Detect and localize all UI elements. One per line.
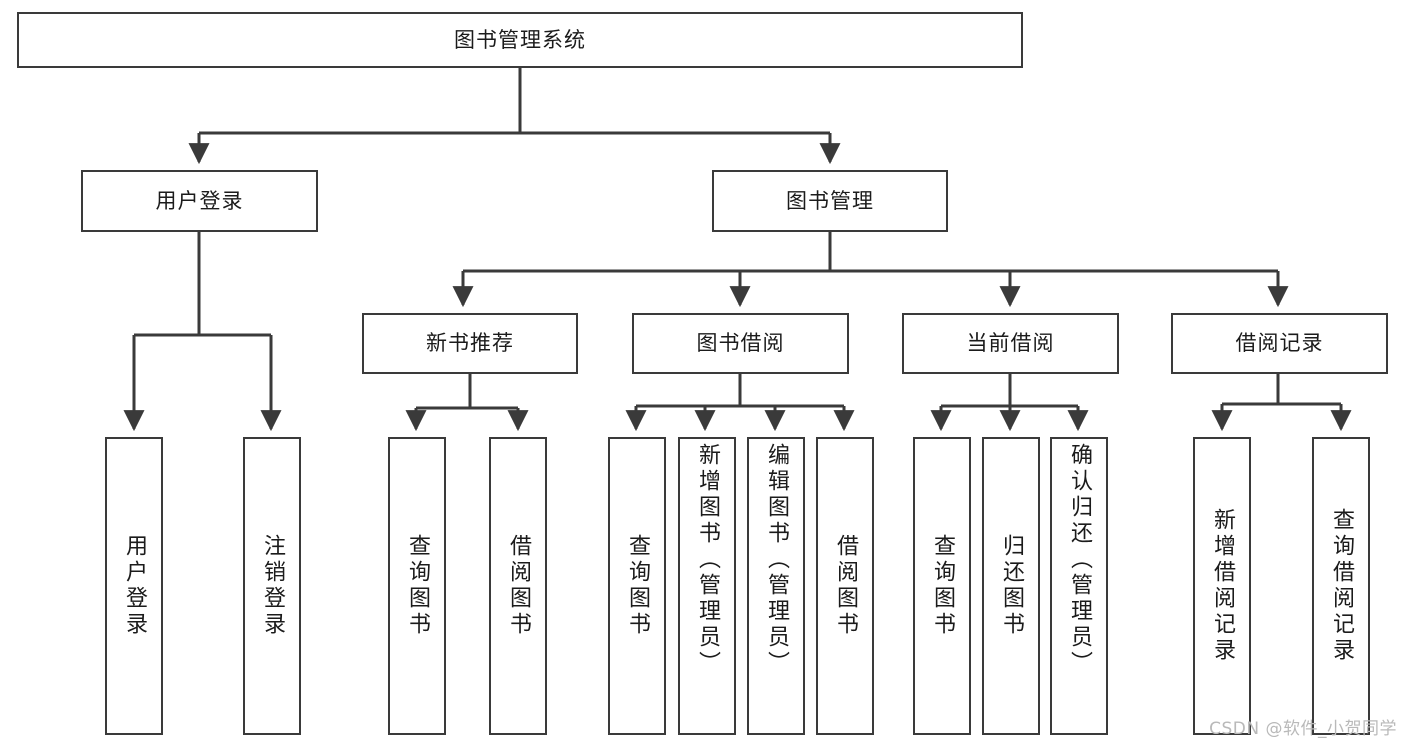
node-leaf-query-borrow-record[interactable]: 查询借阅记录 xyxy=(1312,437,1370,735)
node-leaf-return-book-label: 归还图书 xyxy=(998,534,1024,638)
node-book-management-label: 图书管理 xyxy=(786,188,874,213)
node-new-book-recommend-label: 新书推荐 xyxy=(426,331,514,356)
node-leaf-user-login[interactable]: 用户登录 xyxy=(105,437,163,735)
node-leaf-borrow-book[interactable]: 借阅图书 xyxy=(816,437,874,735)
node-leaf-add-borrow-record[interactable]: 新增借阅记录 xyxy=(1193,437,1251,735)
node-leaf-user-login-label: 用户登录 xyxy=(121,534,147,638)
node-leaf-edit-book-label: 编辑图书（管理员） xyxy=(763,443,789,677)
node-book-borrow-label: 图书借阅 xyxy=(696,331,785,356)
node-leaf-query-book-recommend[interactable]: 查询图书 xyxy=(388,437,446,735)
node-leaf-return-book[interactable]: 归还图书 xyxy=(982,437,1040,735)
node-current-borrow-label: 当前借阅 xyxy=(966,331,1055,356)
node-borrow-record-label: 借阅记录 xyxy=(1235,331,1324,356)
node-current-borrow[interactable]: 当前借阅 xyxy=(902,313,1119,374)
node-new-book-recommend[interactable]: 新书推荐 xyxy=(362,313,578,374)
node-leaf-add-book-label: 新增图书（管理员） xyxy=(694,443,720,677)
node-root-system-label: 图书管理系统 xyxy=(454,27,586,52)
node-leaf-confirm-return-label: 确认归还（管理员） xyxy=(1066,443,1092,677)
node-book-management[interactable]: 图书管理 xyxy=(712,170,948,232)
node-book-borrow[interactable]: 图书借阅 xyxy=(632,313,849,374)
node-leaf-borrow-book-recommend[interactable]: 借阅图书 xyxy=(489,437,547,735)
node-leaf-query-book-recommend-label: 查询图书 xyxy=(404,534,430,638)
node-leaf-query-book-current[interactable]: 查询图书 xyxy=(913,437,971,735)
node-user-login-label: 用户登录 xyxy=(155,188,244,213)
node-leaf-borrow-book-label: 借阅图书 xyxy=(832,534,858,638)
node-leaf-edit-book[interactable]: 编辑图书（管理员） xyxy=(747,437,805,735)
node-leaf-logout[interactable]: 注销登录 xyxy=(243,437,301,735)
node-leaf-add-borrow-record-label: 新增借阅记录 xyxy=(1209,508,1235,664)
node-leaf-query-book-borrow-label: 查询图书 xyxy=(624,534,650,638)
node-leaf-borrow-book-recommend-label: 借阅图书 xyxy=(505,534,531,638)
node-leaf-confirm-return[interactable]: 确认归还（管理员） xyxy=(1050,437,1108,735)
node-leaf-logout-label: 注销登录 xyxy=(259,534,285,638)
node-leaf-query-borrow-record-label: 查询借阅记录 xyxy=(1328,508,1354,664)
node-leaf-query-book-current-label: 查询图书 xyxy=(929,534,955,638)
node-root-system[interactable]: 图书管理系统 xyxy=(17,12,1023,68)
node-leaf-query-book-borrow[interactable]: 查询图书 xyxy=(608,437,666,735)
node-borrow-record[interactable]: 借阅记录 xyxy=(1171,313,1388,374)
node-user-login[interactable]: 用户登录 xyxy=(81,170,318,232)
node-leaf-add-book[interactable]: 新增图书（管理员） xyxy=(678,437,736,735)
